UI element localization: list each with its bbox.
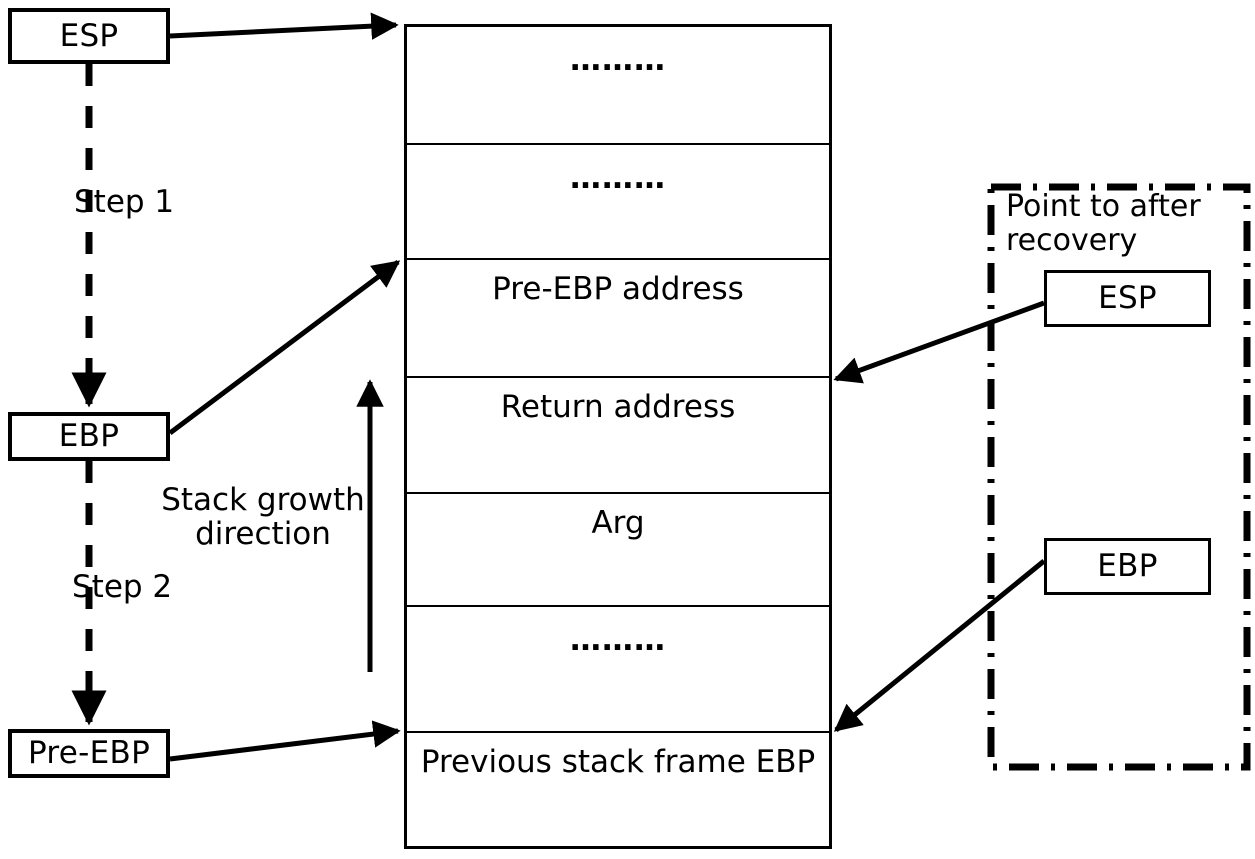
stack-row[interactable]: Pre-EBP address [407, 260, 829, 378]
stack-frame-table: ……… ……… Pre-EBP address Return address A… [404, 24, 832, 849]
connector-preebp-to-prevframe-row [169, 720, 401, 762]
esp-register-box-top[interactable]: ESP [8, 8, 170, 64]
pre-ebp-register-box[interactable]: Pre-EBP [8, 729, 170, 778]
stack-row[interactable]: Arg [407, 494, 829, 607]
stack-row-label: ……… [570, 160, 666, 196]
connector-ebp-right-to-prevframe-row [833, 559, 1046, 732]
ebp-register-label: EBP [1097, 548, 1158, 584]
ebp-register-label: EBP [58, 418, 120, 454]
stack-row[interactable]: ……… [407, 27, 829, 145]
recovery-note-caption: Point to after recovery [1006, 189, 1201, 258]
stack-row-label: Arg [591, 505, 645, 541]
stack-row-label: ……… [570, 42, 666, 78]
stack-row-label: Pre-EBP address [492, 271, 744, 307]
stack-row-label: Return address [500, 389, 736, 425]
stack-row[interactable]: Previous stack frame EBP [407, 733, 829, 848]
connector-ebp-to-preebp-row [168, 260, 401, 435]
stack-growth-direction-label: Stack growth direction [161, 482, 365, 553]
stack-row[interactable]: ……… [407, 607, 829, 733]
stack-row[interactable]: Return address [407, 378, 829, 494]
stack-row[interactable]: ……… [407, 145, 829, 260]
step-1-label: Step 1 [74, 184, 175, 220]
connector-esp-to-stack-top [169, 12, 399, 40]
esp-register-box-recovered[interactable]: ESP [1044, 270, 1211, 327]
connector-esp-right-to-return-row [833, 300, 1045, 384]
esp-register-label: ESP [59, 17, 119, 54]
stack-row-label: ……… [570, 622, 666, 658]
ebp-register-box-left[interactable]: EBP [8, 412, 170, 461]
ebp-register-box-recovered[interactable]: EBP [1044, 538, 1211, 595]
step-2-label: Step 2 [72, 569, 173, 605]
pre-ebp-register-label: Pre-EBP [27, 735, 151, 771]
esp-register-label: ESP [1098, 280, 1157, 316]
stack-row-label: Previous stack frame EBP [420, 744, 816, 780]
